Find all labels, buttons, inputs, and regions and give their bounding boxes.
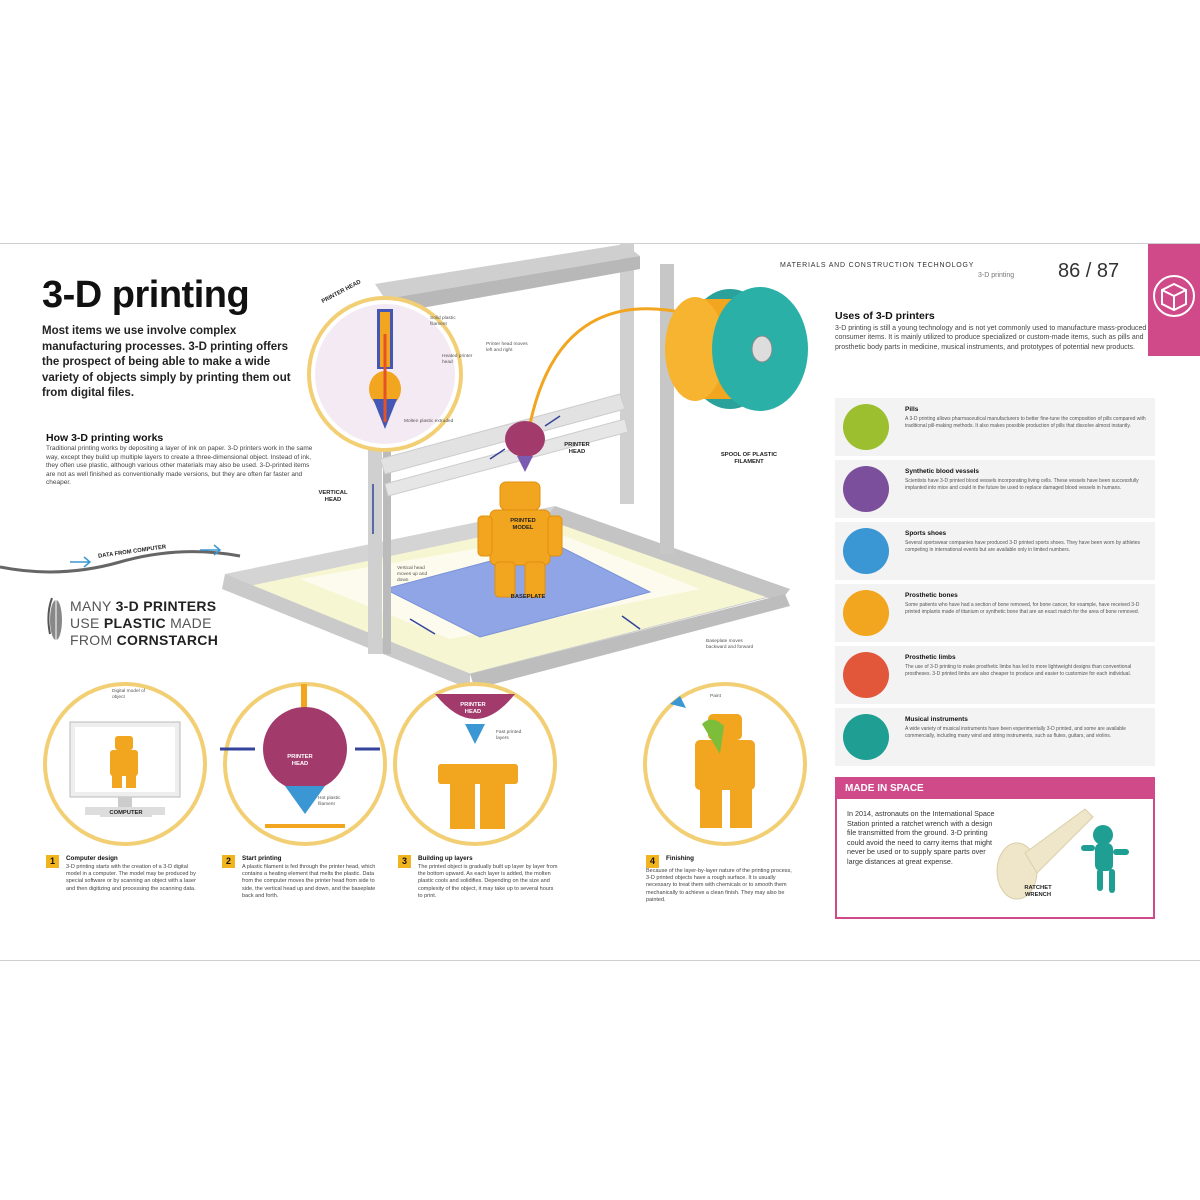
subsection-header: 3-D printing: [978, 272, 1015, 279]
made-in-space-box: MADE IN SPACE In 2014, astronauts on the…: [835, 777, 1155, 919]
fast-printed-label: Fast printed layers: [496, 730, 522, 741]
corn-icon: [47, 597, 62, 644]
printed-model-label: PRINTED MODEL: [510, 518, 536, 531]
hand-icon: [843, 652, 889, 698]
how-heading: How 3-D printing works: [46, 432, 164, 444]
baseplate-desc: Baseplate moves backward and forward: [706, 639, 754, 650]
use-item-musical-instruments: Musical instruments A wide variety of mu…: [835, 708, 1155, 766]
how-body: Traditional printing works by depositing…: [46, 445, 313, 487]
computer-label: COMPUTER: [100, 810, 152, 817]
ratchet-wrench-label: RATCHET WRENCH: [1024, 885, 1052, 898]
head-moves-label: Printer head moves left and right: [486, 342, 528, 353]
printer-head-callout: [307, 296, 463, 452]
pill-icon: [843, 404, 889, 450]
heated-head-label: Heated printer head: [442, 354, 473, 365]
uses-heading: Uses of 3-D printers: [835, 310, 935, 322]
uses-intro: 3-D printing is still a young technology…: [835, 325, 1147, 351]
spool-label: SPOOL OF PLASTIC FILAMENT: [720, 452, 778, 465]
vertical-head-desc: Vertical head moves up and down: [397, 566, 428, 583]
solid-filament-label: Solid plastic filament: [430, 316, 456, 327]
paint-label: Paint: [710, 694, 721, 699]
printer-diagram: [0, 244, 808, 689]
hot-plastic-label: Hot plastic filament: [318, 796, 341, 807]
blood-vessel-icon: [843, 466, 889, 512]
printer-head-b-label: PRINTER HEAD: [460, 702, 486, 715]
corn-fact: MANY 3-D PRINTERS USE PLASTIC MADE FROM …: [70, 598, 219, 648]
space-heading: MADE IN SPACE: [837, 779, 1153, 799]
use-item-prosthetic-bones: Prosthetic bones Some patients who have …: [835, 584, 1155, 642]
space-text: In 2014, astronauts on the International…: [847, 809, 995, 866]
printer-head-a-label: PRINTER HEAD: [287, 754, 313, 767]
cube-icon: [1153, 275, 1195, 317]
page-numbers: 86 / 87: [1058, 260, 1120, 282]
molten-plastic-label: Molten plastic extruded: [404, 419, 454, 424]
baseplate-label: BASEPLATE: [510, 594, 546, 600]
guitar-icon: [843, 714, 889, 760]
digital-model-label: Digital model of object: [112, 689, 146, 700]
section-tab: [1148, 244, 1200, 356]
use-item-pills: Pills A 3-D printing allows pharmaceutic…: [835, 398, 1155, 456]
section-header: MATERIALS AND CONSTRUCTION TECHNOLOGY: [780, 262, 975, 269]
ratchet-wrench-illustration: [996, 808, 1129, 900]
page-title: 3-D printing: [42, 274, 250, 316]
printer-head-label-2: PRINTER HEAD: [564, 442, 590, 455]
use-item-prosthetic-limbs: Prosthetic limbs The use of 3-D printing…: [835, 646, 1155, 704]
use-item-blood-vessels: Synthetic blood vessels Scientists have …: [835, 460, 1155, 518]
step-illustrations: [43, 682, 807, 846]
vertical-head-label: VERTICAL HEAD: [318, 490, 348, 503]
intro-text: Most items we use involve complex manufa…: [42, 325, 291, 399]
shoe-icon: [843, 528, 889, 574]
book-spread: 3-D printing Most items we use involve c…: [0, 243, 1200, 961]
use-item-sports-shoes: Sports shoes Several sportswear companie…: [835, 522, 1155, 580]
bone-icon: [843, 590, 889, 636]
